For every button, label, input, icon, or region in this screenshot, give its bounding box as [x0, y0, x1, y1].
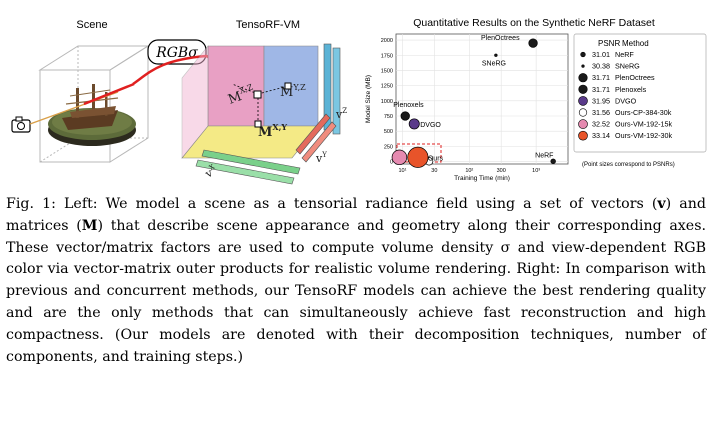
legend-marker-snerg — [581, 64, 585, 68]
grid-lines — [396, 34, 568, 164]
camera-icon — [11, 116, 31, 133]
y-tick-label: 2000 — [381, 38, 393, 44]
legend-psnr-ours-vm-192-30k: 33.14 — [592, 131, 610, 140]
svg-text:vY: vY — [315, 151, 327, 165]
legend-header-method: Method — [622, 39, 649, 48]
caption-m-bold: M — [81, 217, 98, 234]
data-point-plenoxels — [400, 111, 410, 121]
x-tick-label: 10¹ — [398, 168, 406, 174]
data-point-ours-vm-192-15k — [391, 149, 408, 166]
legend-method-ours-vm-192-15k: Ours-VM-192-15k — [615, 120, 673, 129]
matrix-plane-xz — [207, 45, 265, 127]
legend-psnr-plenoxels: 31.71 — [592, 85, 610, 94]
legend-marker-plenoctrees — [578, 73, 588, 83]
data-point-dvgo — [408, 118, 420, 130]
legend-marker-ours-vm-192-30k — [578, 130, 588, 141]
legend-psnr-nerf: 31.01 — [592, 50, 610, 59]
point-label-nerf: NeRF — [535, 152, 553, 159]
legend-psnr-dvgo: 31.95 — [592, 96, 610, 105]
x-tick-label: 30 — [431, 168, 437, 174]
scene-title: Scene — [76, 19, 107, 31]
tensorf-vm-title: TensoRF-VM — [236, 19, 300, 31]
data-points — [391, 38, 556, 168]
vector-bar-x: vX — [195, 149, 301, 185]
legend-psnr-snerg: 30.38 — [592, 62, 610, 71]
teaser-figure: Scene — [11, 17, 707, 185]
caption-text-2: ) and matrices ( — [6, 196, 706, 234]
caption-v-bold: v — [657, 196, 666, 212]
legend-header-psnr: PSNR — [598, 39, 620, 48]
point-label-plenoxels: Plenoxels — [393, 102, 424, 109]
legend-marker-plenoxels — [578, 84, 588, 94]
x-tick-label: 300 — [497, 168, 506, 174]
y-axis-label: Model Size (MB) — [365, 75, 372, 123]
matrix-label-xz: MX,Z — [226, 82, 258, 107]
caption-text-3: ) that describe scene appearance and geo… — [6, 217, 706, 365]
y-tick-label: 1000 — [381, 99, 393, 105]
caption-fig-label: Fig. 1: — [6, 196, 56, 212]
y-tick-label: 1250 — [381, 84, 393, 90]
legend-method-nerf: NeRF — [615, 50, 634, 59]
y-tick-label: 250 — [384, 144, 393, 150]
figure-caption: Fig. 1: Left: We model a scene as a tens… — [6, 194, 706, 368]
legend-psnr-plenoctrees: 31.71 — [592, 73, 610, 82]
legend-marker-ours-vm-192-15k — [578, 119, 588, 129]
scene-panel: Scene — [11, 19, 150, 163]
sample-ray-red — [83, 82, 135, 106]
legend-method-ours-vm-192-30k: Ours-VM-192-30k — [615, 131, 673, 140]
legend-marker-nerf — [580, 51, 586, 58]
matrix-label-xy: MX,Y — [258, 122, 287, 140]
legend-marker-dvgo — [578, 96, 588, 106]
data-point-ours-vm-192-30k — [407, 146, 429, 168]
legend-psnr-ours-cp-384-30k: 31.56 — [592, 108, 610, 117]
x-axis-ticks: 10¹ 30 10² 300 10³ — [398, 168, 540, 174]
chart-title: Quantitative Results on the Synthetic Ne… — [413, 17, 655, 29]
svg-text:vZ: vZ — [335, 107, 347, 121]
point-label-ours-vm-192-30k: Ours — [428, 155, 444, 162]
x-axis-label: Training Time (min) — [454, 175, 510, 182]
legend-note: (Point sizes correspond to PSNRs) — [582, 162, 675, 168]
legend-method-ours-cp-384-30k: Ours-CP-384-30k — [615, 108, 672, 117]
data-point-plenoctrees — [528, 38, 538, 48]
legend-method-plenoxels: Plenoxels — [615, 85, 647, 94]
legend-method-plenoctrees: PlenOctrees — [615, 73, 655, 82]
y-tick-label: 500 — [384, 129, 393, 135]
results-chart: Quantitative Results on the Synthetic Ne… — [365, 17, 707, 182]
y-tick-label: 1500 — [381, 68, 393, 74]
point-label-dvgo: DVGO — [420, 122, 441, 129]
legend-method-snerg: SNeRG — [615, 62, 640, 71]
rgb-sigma-label: RGBσ — [155, 45, 198, 61]
legend-marker-ours-cp-384-30k — [578, 108, 588, 117]
data-point-nerf — [550, 158, 556, 164]
tensorf-vm-panel: TensoRF-VM MX,Z MY,Z MX,Y vZ vY — [181, 19, 347, 185]
ship-scene-illustration — [48, 84, 136, 146]
x-tick-label: 10² — [465, 168, 473, 174]
y-tick-label: 1750 — [381, 53, 393, 59]
caption-text-1: Left: We model a scene as a tensorial ra… — [55, 196, 658, 212]
point-label-snerg: SNeRG — [482, 60, 506, 67]
y-tick-label: 0 — [390, 160, 393, 166]
y-axis-ticks: 0 250 500 750 1000 1250 1500 1750 2000 — [381, 38, 393, 165]
legend-method-dvgo: DVGO — [615, 96, 637, 105]
point-label-plenoctrees: PlenOctrees — [481, 35, 520, 42]
data-point-snerg — [494, 53, 498, 57]
legend-psnr-ours-vm-192-15k: 32.52 — [592, 120, 610, 129]
y-tick-label: 750 — [384, 114, 393, 120]
vector-bar-y: vY — [295, 113, 337, 165]
plot-area — [395, 33, 569, 165]
x-tick-label: 10³ — [532, 168, 540, 174]
